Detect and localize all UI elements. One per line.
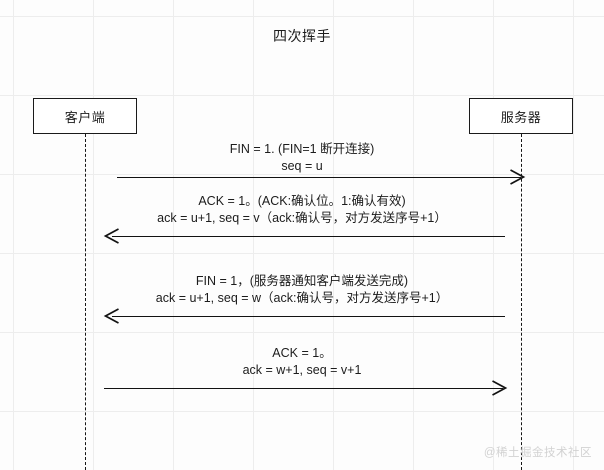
- message-3-arrow-line: [112, 316, 505, 317]
- message-2-line1: ACK = 1。(ACK:确认位。1:确认有效): [198, 194, 406, 208]
- message-1-labels: FIN = 1. (FIN=1 断开连接) seq = u: [0, 141, 604, 175]
- message-4-line1: ACK = 1。: [272, 346, 332, 360]
- lifeline-server: [521, 134, 522, 470]
- message-2-line2: ack = u+1, seq = v（ack:确认号，对方发送序号+1）: [157, 211, 447, 225]
- arrowhead-right-icon: [491, 380, 508, 396]
- message-4-line2: ack = w+1, seq = v+1: [242, 363, 362, 377]
- lifeline-client: [85, 134, 86, 470]
- arrowhead-left-icon: [103, 228, 120, 244]
- diagram-title: 四次挥手: [273, 28, 331, 44]
- message-3-line2: ack = u+1, seq = w（ack:确认号，对方发送序号+1）: [155, 291, 449, 305]
- arrowhead-right-icon: [509, 169, 526, 185]
- message-2-arrow-line: [112, 236, 505, 237]
- actor-box-client[interactable]: 客户端: [33, 98, 137, 134]
- message-1-line1: FIN = 1. (FIN=1 断开连接): [229, 142, 375, 156]
- message-2-labels: ACK = 1。(ACK:确认位。1:确认有效) ack = u+1, seq …: [0, 193, 604, 227]
- message-4-labels: ACK = 1。 ack = w+1, seq = v+1: [0, 345, 604, 379]
- message-3-line1: FIN = 1，(服务器通知客户端发送完成): [195, 274, 409, 288]
- message-1-arrow-line: [117, 177, 521, 178]
- actor-label-server: 服务器: [500, 109, 542, 125]
- message-3-labels: FIN = 1，(服务器通知客户端发送完成) ack = u+1, seq = …: [0, 273, 604, 307]
- message-1-line2: seq = u: [281, 159, 323, 173]
- actor-label-client: 客户端: [64, 109, 106, 125]
- arrowhead-left-icon: [103, 308, 120, 324]
- actor-box-server[interactable]: 服务器: [469, 98, 573, 134]
- message-4-arrow-line: [104, 388, 503, 389]
- watermark: @稀土掘金技术社区: [483, 447, 592, 459]
